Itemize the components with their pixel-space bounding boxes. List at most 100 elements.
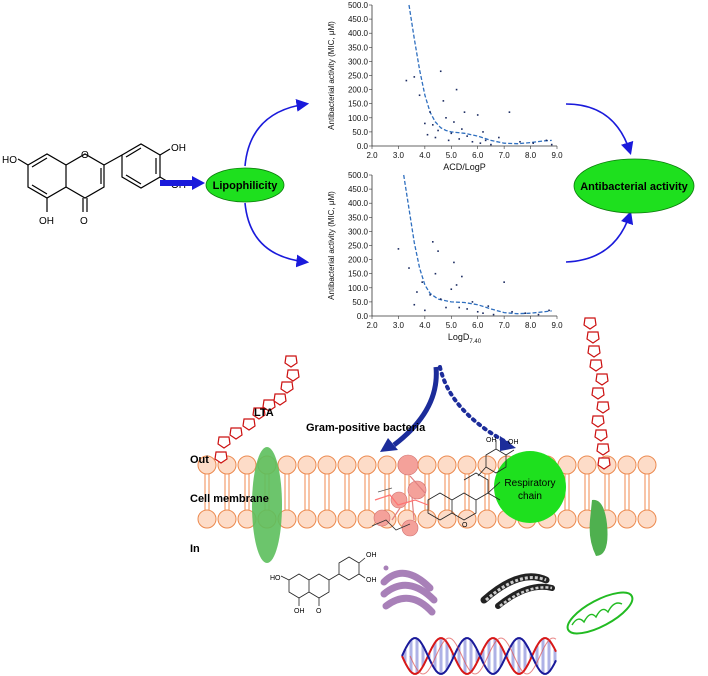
y-tick-label: 200.0 xyxy=(348,86,369,95)
mol-oh-a: OH xyxy=(486,437,497,444)
data-point xyxy=(455,88,458,91)
data-point xyxy=(537,313,540,316)
data-point xyxy=(418,94,421,97)
data-point xyxy=(498,136,500,139)
data-point xyxy=(508,111,511,113)
data-point xyxy=(439,70,442,73)
lta-chain-right xyxy=(583,317,611,470)
y-tick-label: 100.0 xyxy=(348,284,369,293)
data-point xyxy=(450,132,453,135)
data-point xyxy=(479,142,482,144)
y-tick-label: 500.0 xyxy=(348,171,369,180)
lipid-head-top xyxy=(277,455,297,475)
y-tick-label: 350.0 xyxy=(348,213,369,222)
y-tick-label: 150.0 xyxy=(348,100,369,109)
data-point xyxy=(445,117,447,119)
y-tick-label: 350.0 xyxy=(348,43,369,52)
y-tick-label: 150.0 xyxy=(348,270,369,279)
oh-label-1: OH xyxy=(171,143,186,154)
lta-unit xyxy=(591,415,605,428)
x-tick-label: 3.0 xyxy=(393,321,405,330)
data-point xyxy=(424,122,426,125)
data-point xyxy=(532,142,535,144)
data-point xyxy=(429,111,431,113)
lipid-head-top xyxy=(437,455,457,475)
x-tick-label: 4.0 xyxy=(419,151,431,160)
ho-label: HO xyxy=(2,155,17,166)
data-point xyxy=(487,305,490,307)
lta-unit xyxy=(586,331,600,344)
data-point xyxy=(431,124,434,126)
y-tick-label: 200.0 xyxy=(348,256,369,265)
lta-unit xyxy=(217,436,231,449)
arrow-from-chart-1 xyxy=(565,103,634,156)
lipid-head-bottom xyxy=(437,509,457,529)
data-point xyxy=(490,143,492,146)
data-point xyxy=(524,312,527,314)
y-tick-label: 50.0 xyxy=(352,298,368,307)
data-point xyxy=(548,309,550,312)
in-mol-oh: OH xyxy=(294,608,305,615)
x-tick-label: 4.0 xyxy=(419,321,431,330)
dna-strand-blue xyxy=(401,637,557,675)
x-tick-label: 7.0 xyxy=(499,151,511,160)
dna-helix xyxy=(401,637,557,675)
data-point xyxy=(416,291,418,293)
transmembrane-protein xyxy=(252,447,282,563)
trend-line xyxy=(408,4,552,145)
antibacterial-node: Antibacterial activity xyxy=(573,158,695,214)
data-point xyxy=(453,261,455,264)
in-mol-oh3: OH xyxy=(366,577,377,584)
lta-unit xyxy=(229,427,243,440)
lipid-head-top xyxy=(237,455,257,475)
lipid-head-bottom xyxy=(317,509,337,529)
x-tick-label: 2.0 xyxy=(366,151,378,160)
data-point xyxy=(408,267,410,269)
data-point xyxy=(463,111,466,113)
data-point xyxy=(442,100,445,102)
y-tick-label: 250.0 xyxy=(348,72,369,81)
thick-arrow-head xyxy=(380,438,398,452)
data-point xyxy=(466,308,468,310)
data-point xyxy=(511,310,513,313)
data-point xyxy=(482,131,484,133)
data-point xyxy=(476,310,479,313)
oh-label-3: OH xyxy=(39,216,54,227)
data-point xyxy=(482,312,484,314)
mitochondrion xyxy=(566,591,634,635)
lipophilicity-label: Lipophilicity xyxy=(213,180,279,192)
data-point xyxy=(461,128,463,130)
chart-acd-logp: 0.050.0100.0150.0200.0250.0300.0350.0400… xyxy=(327,1,563,172)
x-tick-label: 8.0 xyxy=(525,151,537,160)
lipid-head-top xyxy=(617,455,637,475)
thick-arrow-down xyxy=(392,366,439,447)
intracellular-luteolin: HO OH O OH OH xyxy=(270,552,377,615)
x-axis-title: ACD/LogP xyxy=(443,162,486,172)
y-tick-label: 100.0 xyxy=(348,114,369,123)
y-tick-label: 450.0 xyxy=(348,15,369,24)
y-tick-label: 450.0 xyxy=(348,185,369,194)
data-point xyxy=(471,140,474,143)
lipid-head-top xyxy=(417,455,437,475)
data-point xyxy=(424,309,426,312)
mol-oh-b: OH xyxy=(508,439,519,446)
data-point xyxy=(453,121,455,123)
data-point xyxy=(413,303,416,306)
y-tick-label: 300.0 xyxy=(348,227,369,236)
chart-logd: 0.050.0100.0150.0200.0250.0300.0350.0400… xyxy=(327,171,563,345)
arrow-to-chart-2 xyxy=(244,202,310,268)
lta-unit xyxy=(242,418,256,431)
x-axis-title: LogD7.40 xyxy=(448,332,482,345)
data-point xyxy=(471,301,474,303)
data-point xyxy=(545,139,548,142)
lipid-head-top xyxy=(577,455,597,475)
data-point xyxy=(455,284,458,286)
data-point xyxy=(519,140,521,143)
golgi-organelle xyxy=(380,565,438,616)
lipid-head-top xyxy=(477,455,497,475)
trend-line xyxy=(403,174,552,315)
membrane xyxy=(197,455,657,529)
antibacterial-label: Antibacterial activity xyxy=(580,181,688,193)
y-tick-label: 500.0 xyxy=(348,1,369,10)
y-axis-title: Antibacterial activity (MIC, μM) xyxy=(327,21,336,130)
